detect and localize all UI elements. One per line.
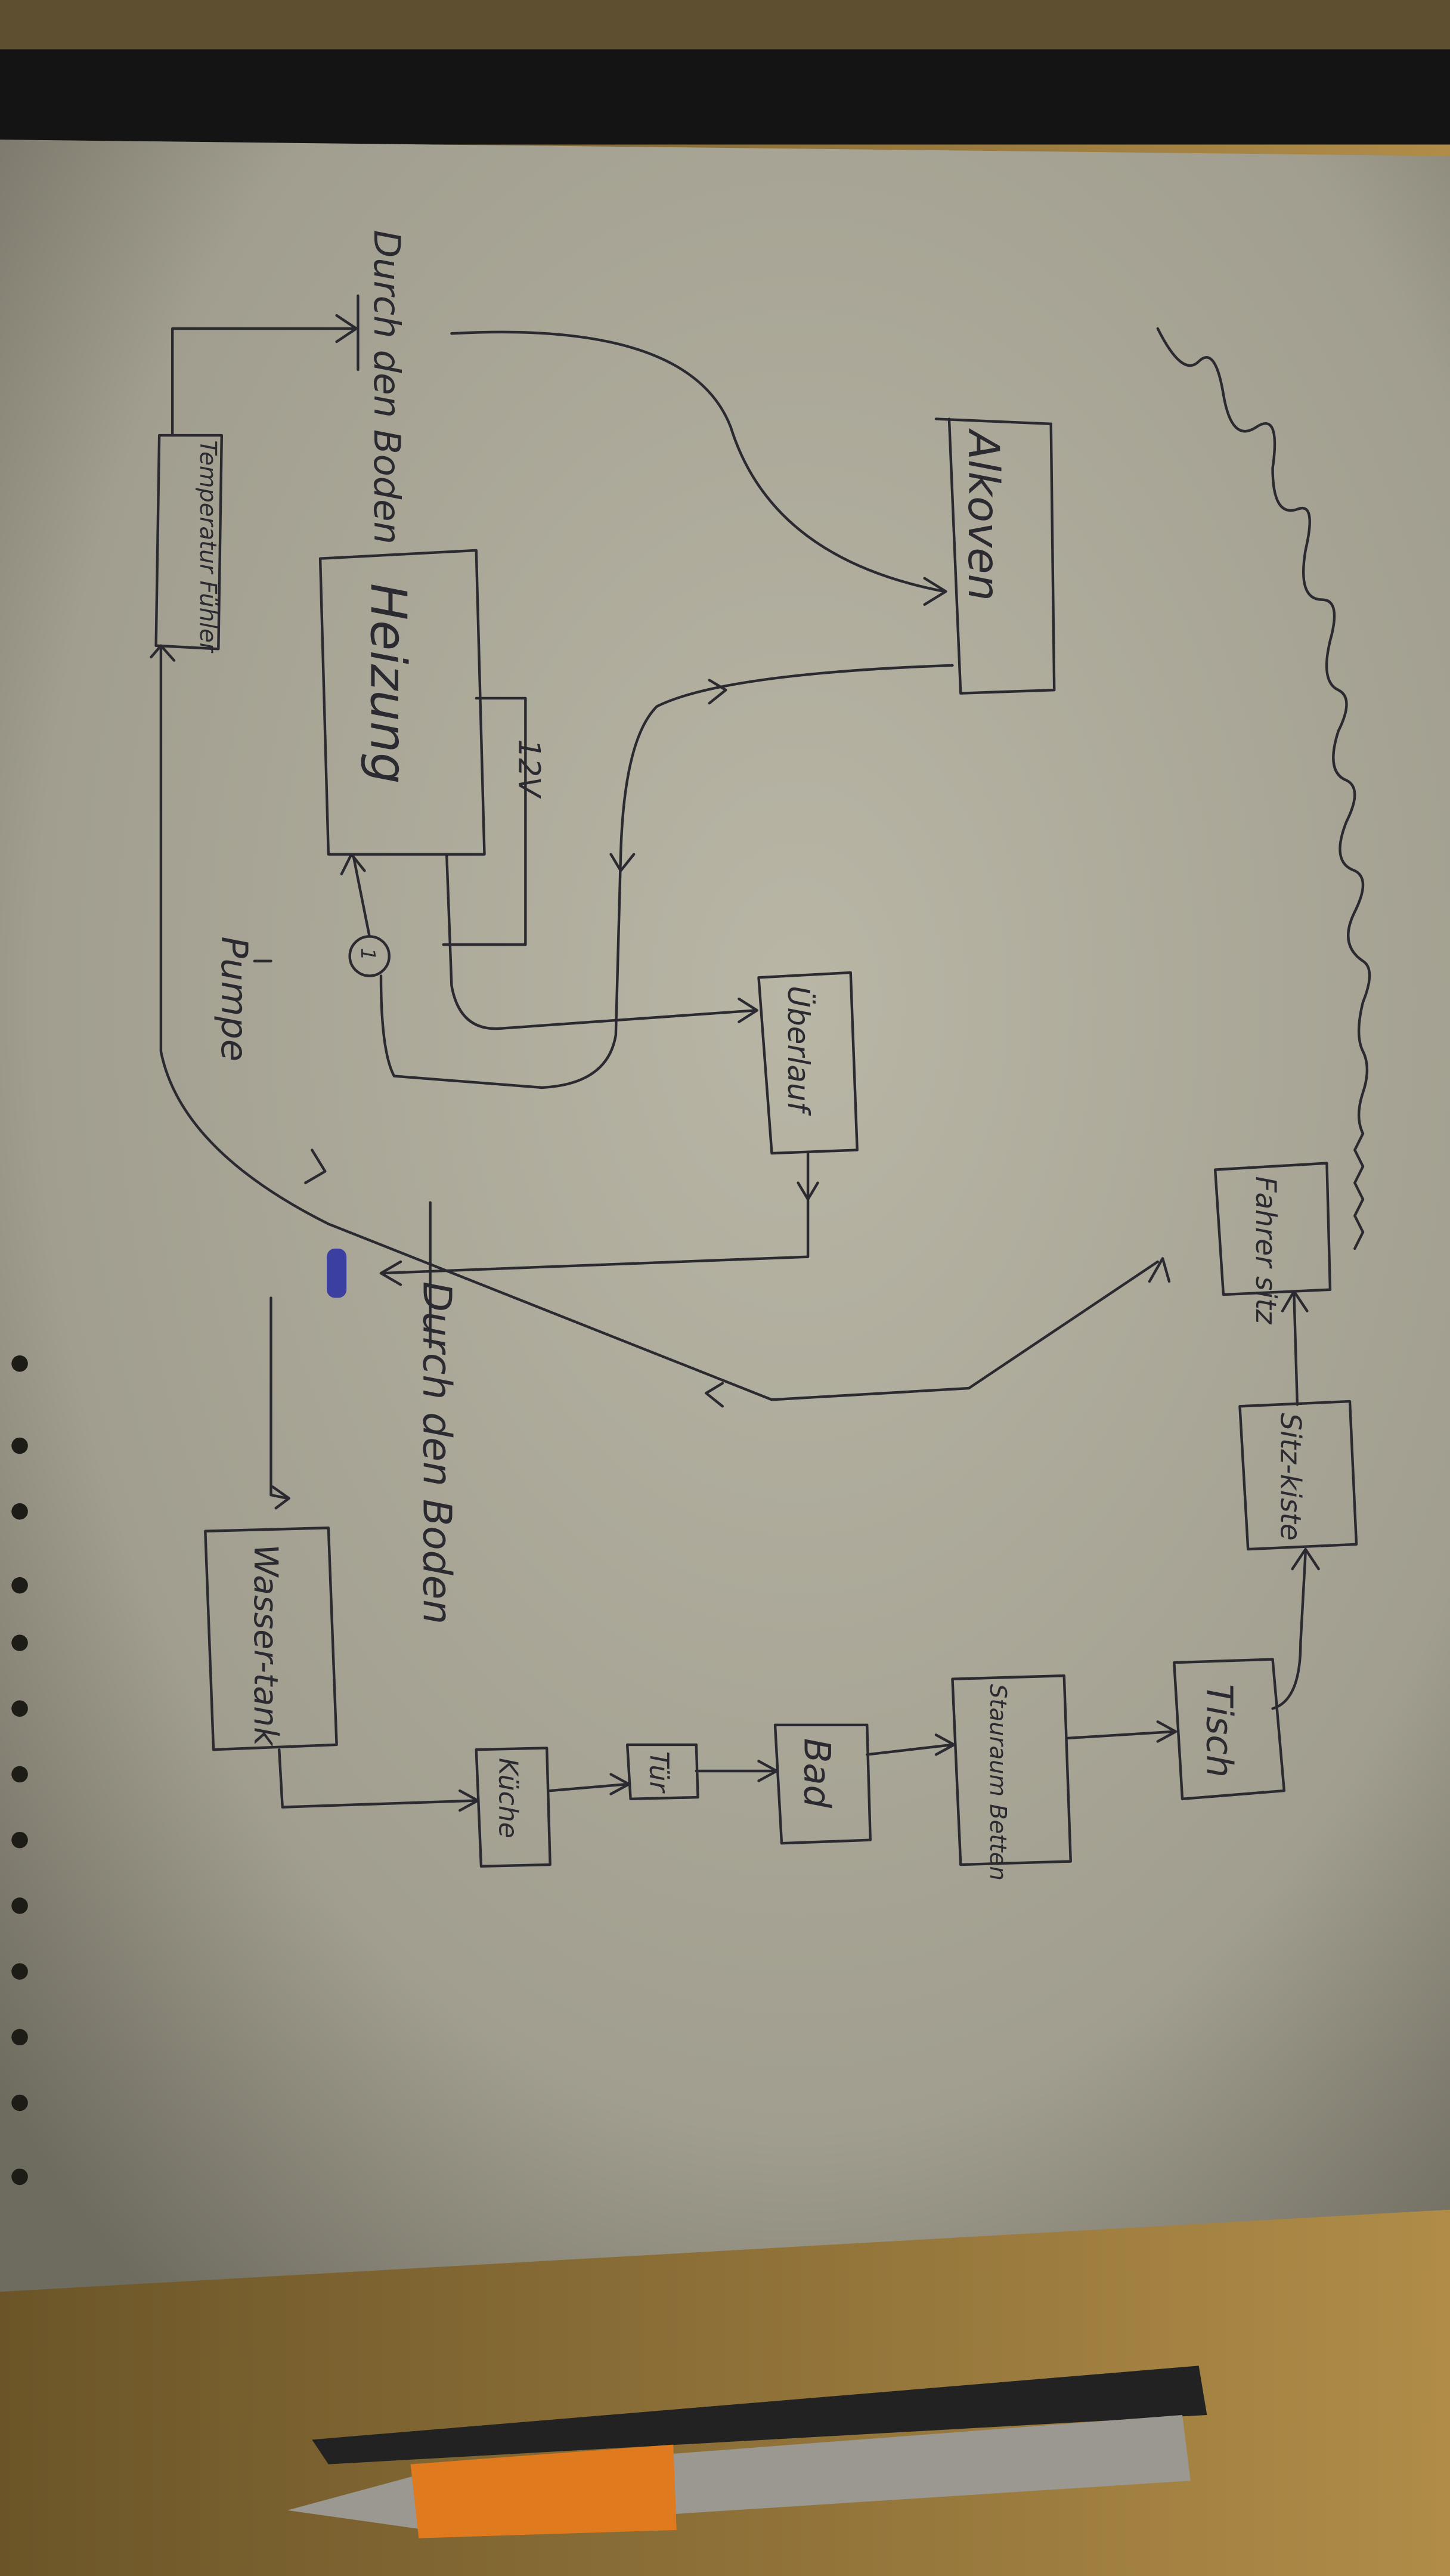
fahrersitz-box <box>1213 1162 1332 1296</box>
label-12v: 12V <box>512 739 546 799</box>
heizung-box <box>318 549 486 856</box>
label-kueche: Küche <box>492 1758 523 1838</box>
label-stauraum: Stauraum Betten <box>984 1684 1011 1881</box>
label-ueberlauf: Überlauf <box>781 986 816 1116</box>
blue-marker-mark <box>327 1248 347 1298</box>
label-pump-number: 1 <box>357 948 380 961</box>
label-wassertank: Wasser-tank <box>247 1544 285 1747</box>
connections <box>150 294 1320 1812</box>
wassertank-box <box>204 1527 338 1751</box>
pens <box>287 2366 1207 2538</box>
label-durch-den-boden-top: Durch den Boden <box>365 230 407 544</box>
paper-sheet <box>0 140 1450 2292</box>
kueche-box <box>475 1747 552 1868</box>
wavy-line <box>1156 327 1371 1250</box>
label-pumpe: Pumpe <box>213 936 255 1061</box>
temperatur-box <box>154 434 224 651</box>
label-durch-den-boden-bottom: Durch den Boden <box>414 1281 460 1624</box>
ueberlauf-box <box>757 971 859 1155</box>
label-alkoven: Alkoven <box>959 428 1008 601</box>
label-heizung: Heizung <box>359 583 416 784</box>
punch-holes <box>11 1355 28 2185</box>
alkoven-box <box>934 417 1056 695</box>
top-table-strip <box>0 0 1450 49</box>
stauraum-box <box>951 1674 1072 1866</box>
bad-box <box>773 1723 872 1845</box>
tuer-box <box>625 1743 699 1801</box>
label-tuer: Tür <box>644 1751 674 1794</box>
label-temperatur: Temperatur Fühler <box>194 440 221 653</box>
label-tisch: Tisch <box>1198 1684 1240 1778</box>
label-fahrersitz-text: Fahrer sitz <box>1249 1176 1281 1325</box>
sitzkiste-box <box>1238 1400 1358 1551</box>
label-bad: Bad <box>796 1738 838 1809</box>
label-sitzkiste: Sitz-kiste <box>1274 1413 1306 1540</box>
tisch-box <box>1173 1658 1286 1801</box>
label-fahrersitz: Fahrer sitz <box>1249 1176 1281 1325</box>
